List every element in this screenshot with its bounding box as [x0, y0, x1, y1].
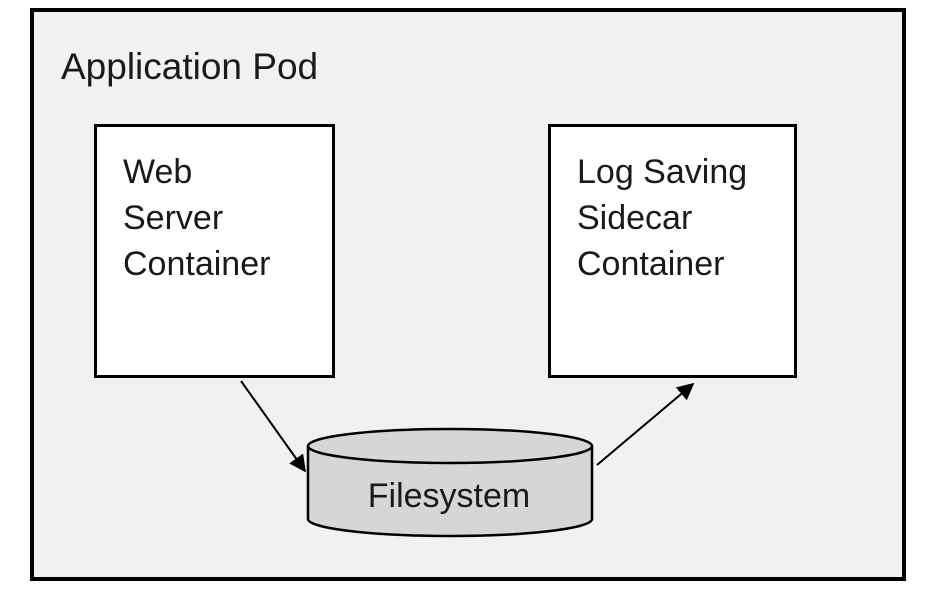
node-label-line: Log Saving — [577, 153, 748, 191]
arrow-web-to-filesystem — [240, 380, 306, 473]
node-label-line: Server — [123, 199, 224, 237]
pod-title: Application Pod — [61, 46, 319, 87]
node-label-line: Web — [123, 153, 193, 191]
node-web-server-container: Web Server Container — [94, 124, 335, 378]
node-label-line: Container — [577, 245, 725, 283]
filesystem-label: Filesystem — [367, 477, 531, 515]
filesystem-cylinder-top — [306, 427, 594, 465]
application-pod-boundary: Application Pod Web Server Container Log… — [30, 8, 906, 581]
arrow-filesystem-to-sidecar — [596, 382, 695, 466]
node-label-line: Container — [123, 245, 271, 283]
node-label-line: Sidecar — [577, 199, 693, 237]
node-log-saving-sidecar-container: Log Saving Sidecar Container — [548, 124, 797, 378]
